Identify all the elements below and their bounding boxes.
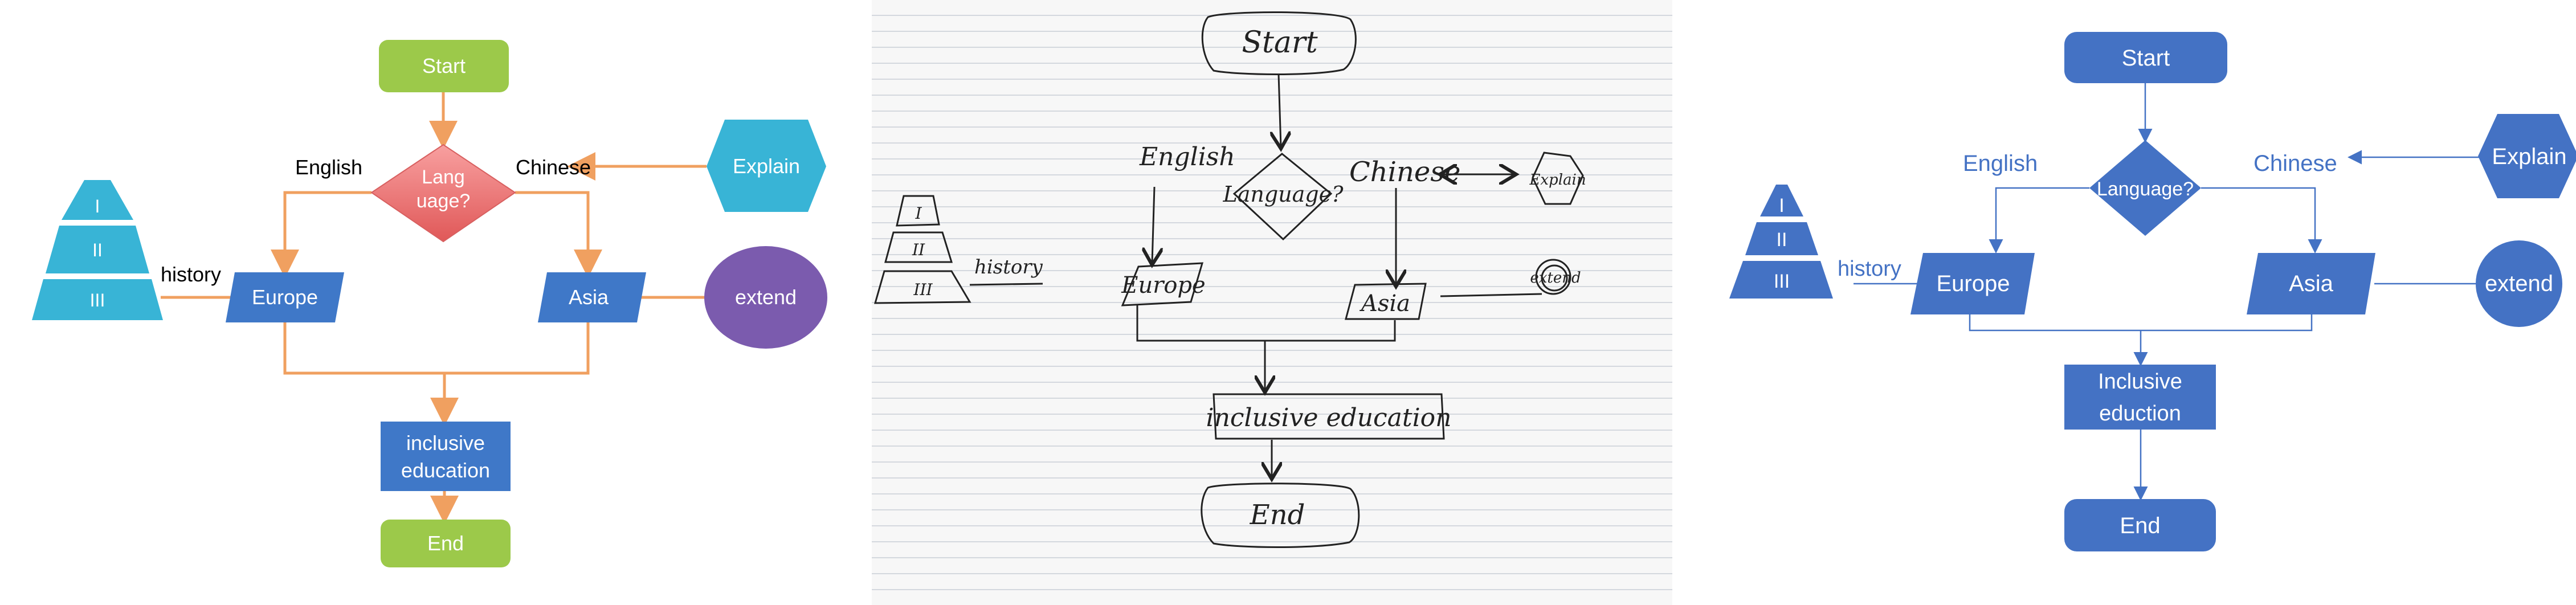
education-node[interactable]: inclusive education (381, 422, 511, 491)
chinese-label: Chinese (516, 156, 591, 179)
hand-sketch: Start English Language? Chinese Explain … (872, 0, 1672, 605)
end-node-label: End (427, 532, 464, 555)
right-extend-label: extend (2485, 271, 2553, 296)
right-pyramid-level-2: II (1777, 229, 1787, 251)
start-node-label: Start (422, 54, 466, 77)
sketch-pyramid-2: II (912, 240, 925, 259)
sketch-explain-label: Explain (1529, 171, 1586, 189)
right-extend-node[interactable]: extend (2476, 240, 2562, 327)
sketch-explain-shape (1532, 152, 1584, 205)
connectors (161, 92, 707, 524)
right-education-node[interactable]: Inclusive eduction (2064, 365, 2216, 430)
right-explain-label: Explain (2492, 144, 2566, 169)
europe-node[interactable]: Europe (226, 272, 344, 322)
sketch-language-label: Language? (1222, 182, 1344, 207)
history-label: history (161, 263, 221, 286)
hand-sketch-panel: Start English Language? Chinese Explain … (872, 0, 1672, 605)
start-node[interactable]: Start (379, 40, 509, 92)
sketch-pyramid-1: I (915, 204, 922, 223)
right-pyramid-node[interactable]: I II III (1729, 185, 1833, 299)
sketch-asia-shape (1345, 283, 1427, 320)
explain-node-label: Explain (733, 154, 800, 178)
sketch-start-label: Start (1242, 26, 1317, 60)
sketch-asia-label: Asia (1359, 291, 1410, 317)
blue-flowchart: Start Language? English Chinese history … (1729, 32, 2576, 551)
end-node[interactable]: End (381, 520, 511, 567)
explain-node[interactable]: Explain (707, 120, 826, 212)
decision-label-line2: uage? (417, 190, 471, 212)
asia-node-label: Asia (569, 285, 609, 309)
sketch-pyramid-top (896, 195, 940, 227)
sketch-pyramid-3: III (913, 280, 933, 299)
europe-node-label: Europe (252, 285, 318, 309)
sketch-pyramid-mid (884, 231, 953, 263)
right-connectors (1854, 83, 2480, 501)
sketch-education-shape (1213, 393, 1445, 440)
sketch-extend-scribble (1541, 264, 1568, 292)
right-english-label: English (1963, 151, 2038, 176)
sketch-education-label: inclusive education (1206, 403, 1452, 432)
decision-label-line1: Lang (422, 166, 465, 188)
sketch-end-label: End (1250, 499, 1305, 531)
right-explain-node[interactable]: Explain (2478, 114, 2576, 198)
sketch-connector-start (1279, 73, 1281, 147)
extend-node[interactable]: extend (704, 246, 827, 349)
right-pyramid-level-1: I (1779, 195, 1784, 216)
sketch-extend-label: extend (1530, 269, 1581, 287)
right-asia-label: Asia (2289, 271, 2334, 296)
sketch-strokes (874, 11, 1584, 548)
connector-merge (283, 322, 590, 375)
sketch-connector-english (1152, 186, 1154, 263)
sketch-connector-history (969, 283, 1043, 286)
sketch-start-shape (1201, 11, 1357, 75)
connector-decision-asia (515, 191, 602, 278)
asia-node[interactable]: Asia (538, 272, 646, 322)
language-decision[interactable]: Lang uage? (370, 144, 516, 243)
right-education-label-line1: Inclusive (2098, 370, 2182, 394)
right-pyramid-level-3: III (1774, 271, 1790, 292)
right-language-decision[interactable]: Language? (2089, 140, 2201, 236)
english-label: English (295, 156, 362, 179)
right-end-label: End (2120, 513, 2160, 538)
right-connector-merge (1969, 314, 2313, 332)
blue-flowchart-panel: Start Language? English Chinese history … (1672, 0, 2576, 605)
right-start-label: Start (2122, 46, 2170, 71)
right-connector-decision-europe (1989, 187, 2089, 254)
right-education-label-line2: eduction (2099, 402, 2181, 426)
ruled-lines (872, 0, 1672, 605)
sketch-end-shape (1201, 483, 1360, 548)
sketch-pyramid-bottom (874, 270, 971, 304)
pyramid-level-2: II (92, 240, 103, 260)
education-label-line2: education (401, 459, 490, 482)
colored-flowchart: Start Lang uage? English Chinese history… (32, 40, 827, 567)
sketch-extend-circle (1535, 259, 1571, 295)
sketch-connector-merge (1136, 305, 1396, 342)
right-end-node[interactable]: End (2064, 499, 2216, 551)
sketch-europe-shape (1121, 262, 1204, 306)
right-chinese-label: Chinese (2254, 151, 2337, 176)
sketch-decision-shape (1232, 153, 1333, 241)
sketch-english-label: English (1139, 142, 1235, 171)
sketch-chinese-label: Chinese (1349, 156, 1460, 188)
connector-decision-europe (271, 191, 372, 278)
colored-flowchart-panel: Start Lang uage? English Chinese history… (0, 0, 872, 605)
extend-node-label: extend (735, 285, 797, 309)
right-decision-label: Language? (2097, 178, 2194, 200)
right-start-node[interactable]: Start (2064, 32, 2227, 83)
sketch-connector-extend (1440, 293, 1542, 297)
pyramid-level-3: III (90, 290, 105, 310)
education-label-line1: inclusive (406, 431, 485, 455)
right-connector-decision-asia (2201, 187, 2322, 254)
pyramid-level-1: I (95, 196, 100, 216)
pyramid-node[interactable]: I II III (32, 180, 163, 320)
right-history-label: history (1838, 257, 1901, 281)
right-europe-node[interactable]: Europe (1910, 253, 2035, 314)
sketch-europe-label: Europe (1121, 272, 1205, 299)
right-europe-label: Europe (1937, 271, 2010, 296)
right-asia-node[interactable]: Asia (2247, 253, 2375, 314)
sketch-history-label: history (974, 256, 1043, 279)
